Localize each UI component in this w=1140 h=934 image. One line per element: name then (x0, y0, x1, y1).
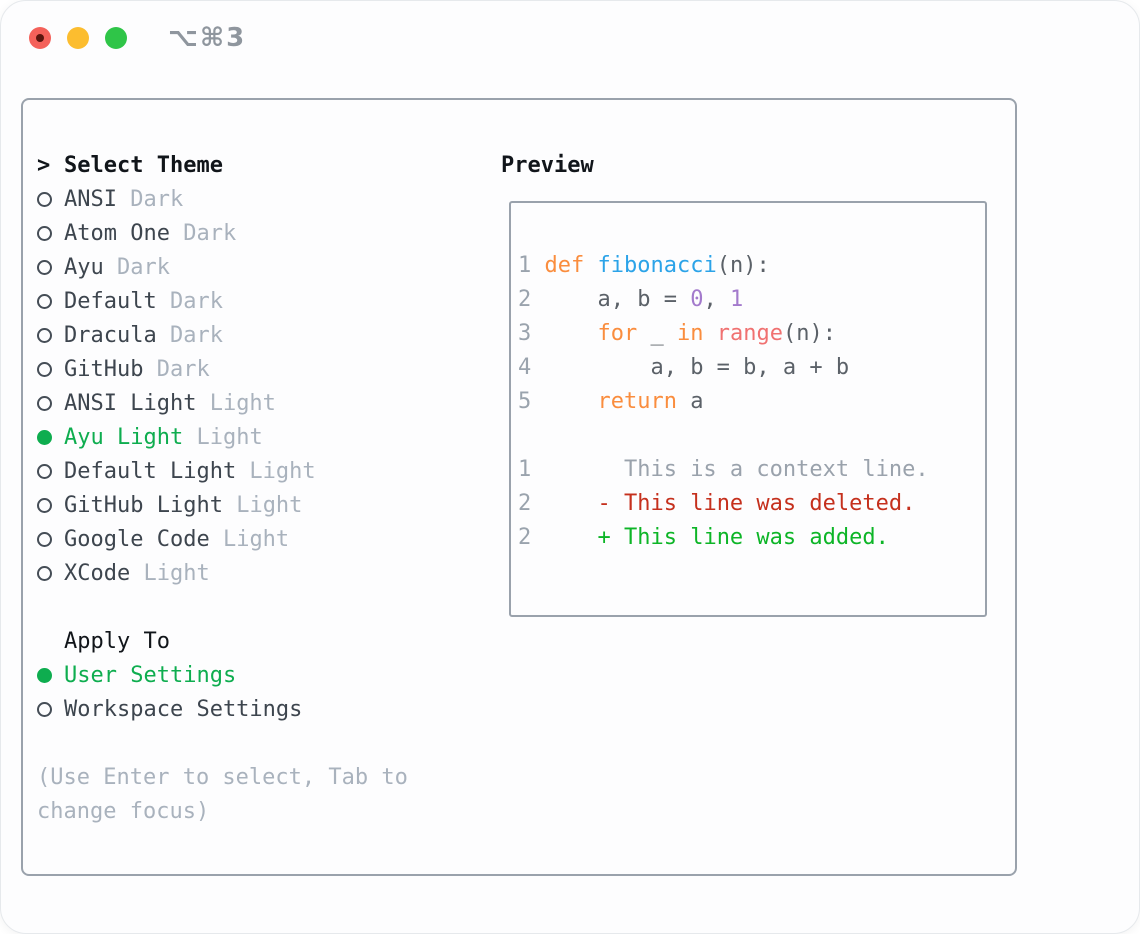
traffic-light-close-button[interactable] (29, 27, 51, 49)
theme-name: Default Light (64, 459, 237, 484)
theme-option-github-dark[interactable]: GitHub Dark (37, 353, 457, 387)
theme-variant-label: Light (183, 425, 263, 450)
radio-icon (37, 328, 52, 343)
theme-option-atom-one-dark[interactable]: Atom One Dark (37, 217, 457, 251)
radio-selected-icon (37, 430, 52, 445)
theme-variant-label: Dark (143, 357, 210, 382)
theme-option-default-dark[interactable]: Default Dark (37, 285, 457, 319)
theme-variant-label: Light (222, 493, 303, 518)
theme-name: ANSI (64, 187, 117, 212)
theme-variant-label: Light (236, 459, 316, 484)
radio-icon (37, 260, 52, 275)
radio-selected-icon (37, 668, 52, 683)
theme-name: ANSI Light (64, 391, 197, 416)
spacer-row (37, 591, 457, 625)
apply-to-option-workspace-settings[interactable]: Workspace Settings (37, 693, 457, 727)
theme-option-google-code-light[interactable]: Google Code Light (37, 523, 457, 557)
traffic-light-zoom-button[interactable] (105, 27, 127, 49)
apply-to-header: Apply To (64, 629, 170, 654)
theme-variant-label: Dark (156, 323, 223, 348)
radio-icon (37, 192, 52, 207)
titlebar: ⌥⌘3 (1, 1, 1139, 75)
hint-text: (Use Enter to select, Tab to change focu… (37, 765, 408, 824)
theme-name: Atom One (64, 221, 170, 246)
select-theme-header: > Select Theme (37, 149, 457, 183)
spacer-row (37, 727, 457, 761)
preview-box: 1 def fibonacci(n): 2 a, b = 0, 1 3 for … (509, 201, 987, 617)
radio-icon (37, 532, 52, 547)
focus-pointer-icon: > (37, 153, 51, 178)
theme-variant-label: Dark (103, 255, 170, 280)
traffic-light-minimize-button[interactable] (67, 27, 89, 49)
theme-name: GitHub (64, 357, 144, 382)
theme-variant-label: Dark (156, 289, 223, 314)
theme-option-xcode-light[interactable]: XCode Light (37, 557, 457, 591)
theme-variant-label: Light (130, 561, 210, 586)
apply-to-option-label: User Settings (64, 663, 237, 688)
theme-variant-label: Light (196, 391, 276, 416)
theme-name: GitHub Light (64, 493, 223, 518)
theme-option-ansi-light-light[interactable]: ANSI Light Light (37, 387, 457, 421)
preview-header-label: Preview (501, 153, 594, 178)
radio-icon (37, 294, 52, 309)
apply-to-option-label: Workspace Settings (64, 697, 303, 722)
theme-variant-label: Dark (169, 221, 237, 246)
theme-name: Default (64, 289, 157, 314)
theme-option-ayu-dark[interactable]: Ayu Dark (37, 251, 457, 285)
theme-name: Ayu Light (64, 425, 184, 450)
radio-icon (37, 362, 52, 377)
radio-icon (37, 396, 52, 411)
theme-name: Google Code (64, 527, 210, 552)
theme-option-github-light-light[interactable]: GitHub Light Light (37, 489, 457, 523)
window-title: ⌥⌘3 (168, 23, 247, 53)
radio-icon (37, 498, 52, 513)
apply-to-option-user-settings[interactable]: User Settings (37, 659, 457, 693)
radio-icon (37, 226, 52, 241)
theme-name: XCode (64, 561, 131, 586)
theme-name: Dracula (64, 323, 157, 348)
select-theme-header-label: Select Theme (64, 153, 223, 178)
theme-variant-label: Light (209, 527, 290, 552)
theme-name: Ayu (64, 255, 104, 280)
theme-variant-label: Dark (116, 187, 184, 212)
theme-option-default-light-light[interactable]: Default Light Light (37, 455, 457, 489)
theme-option-dracula-dark[interactable]: Dracula Dark (37, 319, 457, 353)
theme-option-ayu-light-light[interactable]: Ayu Light Light (37, 421, 457, 455)
close-dot-icon (36, 34, 44, 42)
radio-icon (37, 702, 52, 717)
code-preview: 1 def fibonacci(n): 2 a, b = 0, 1 3 for … (518, 253, 929, 550)
radio-icon (37, 566, 52, 581)
radio-icon (37, 464, 52, 479)
theme-option-ansi-dark[interactable]: ANSI Dark (37, 183, 457, 217)
